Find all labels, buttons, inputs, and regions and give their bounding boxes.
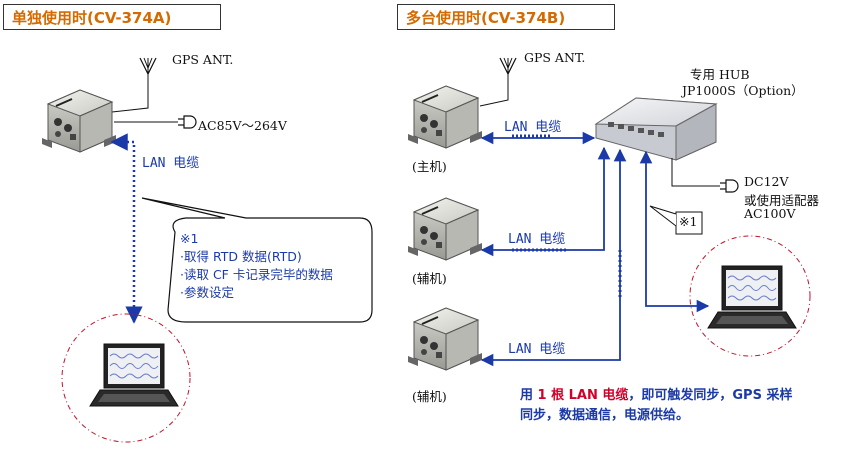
- callout-mark: ※1: [180, 231, 199, 246]
- cv374a-device-icon: [41, 89, 117, 153]
- hub-label-line1: 专用 HUB: [690, 67, 750, 82]
- hub-power-line2: 或使用适配器: [744, 193, 820, 208]
- summary-highlight: 1 根 LAN 电缆: [537, 388, 629, 403]
- hub-power-line1: DC12V: [744, 174, 789, 189]
- callout-line-2: ·读取 CF 卡记录完毕的数据: [180, 267, 333, 282]
- gps-antenna-icon: [139, 57, 157, 75]
- hub-label-line2: JP1000S（Option）: [682, 83, 804, 98]
- callout-line-3: ·参数设定: [180, 285, 234, 300]
- laptop-icon-right: [707, 265, 797, 329]
- role-main-label: (主机): [412, 159, 447, 174]
- role-sub1-label: (辅机): [412, 271, 447, 286]
- summary-text: 用 1 根 LAN 电缆，即可触发同步，GPS 采样 同步，数据通信，电源供给。: [520, 386, 792, 426]
- laptop-icon: [89, 343, 179, 407]
- left-section-title: 单独使用时(CV-374A): [3, 4, 221, 30]
- callout-bubble: [141, 197, 373, 323]
- right-section-title: 多台使用时(CV-374B): [397, 4, 615, 30]
- callout-line-1: ·取得 RTD 数据(RTD): [180, 249, 302, 264]
- lan-cable-label-1: LAN 电缆: [504, 120, 562, 135]
- lan-cable-label-3: LAN 电缆: [508, 342, 566, 357]
- main-device-icon: [407, 85, 483, 149]
- sub-device-2-icon: [407, 307, 483, 371]
- pc-highlight-circle: [61, 313, 191, 443]
- role-sub2-label: (辅机): [412, 389, 447, 404]
- power-label-left: AC85V～264V: [198, 118, 287, 133]
- lan-cable-label-2: LAN 电缆: [508, 232, 566, 247]
- hub-power-line3: AC100V: [744, 206, 796, 221]
- sub-device-1-icon: [407, 197, 483, 261]
- hub-power-plug-icon: [719, 179, 739, 193]
- summary-post: ，即可触发同步，GPS 采样: [628, 388, 793, 403]
- lan-cable-label-left: LAN 电缆: [142, 156, 200, 171]
- power-plug-icon: [177, 115, 197, 129]
- gps-label-right: GPS ANT.: [524, 50, 586, 65]
- callout-text: ※1 ·取得 RTD 数据(RTD) ·读取 CF 卡记录完毕的数据 ·参数设定: [180, 230, 333, 302]
- hub-icon: [594, 97, 718, 161]
- summary-line-2: 同步，数据通信，电源供给。: [520, 408, 690, 423]
- gps-antenna-icon-right: [499, 57, 517, 75]
- gps-label-left: GPS ANT.: [172, 52, 234, 67]
- pc-highlight-circle-right: [689, 235, 811, 357]
- summary-pre: 用: [520, 388, 538, 403]
- note-mark-right: ※1: [679, 214, 698, 229]
